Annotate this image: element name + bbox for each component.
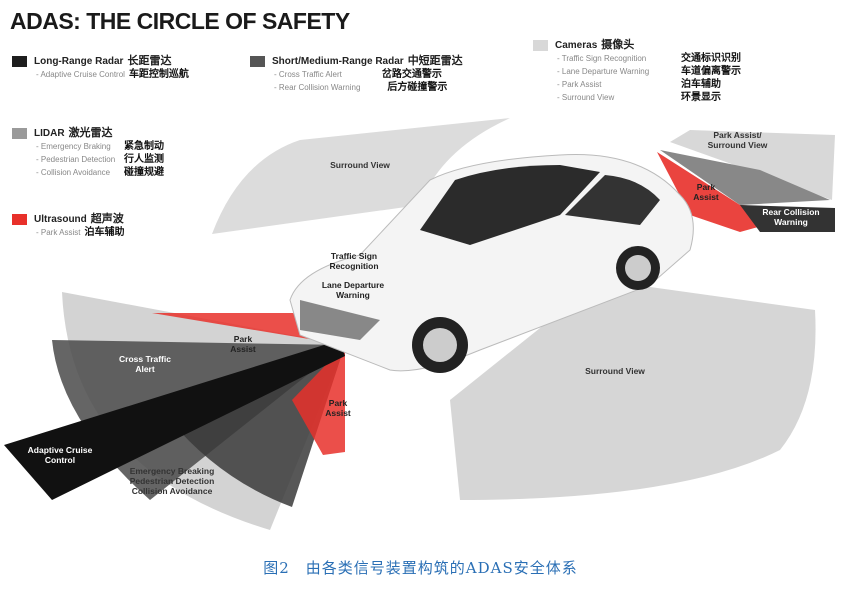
long-range-swatch — [12, 55, 27, 67]
legend-label-zh: 激光雷达 — [68, 127, 113, 139]
short-range-swatch — [250, 55, 265, 67]
legend-label-zh: 长距雷达 — [127, 55, 172, 67]
park-assist-side-zone — [292, 345, 345, 455]
zone-label-lane-departure: Lane Departure Warning — [321, 280, 385, 300]
legend-label: Long-Range Radar — [34, 56, 124, 67]
lidar-swatch — [12, 127, 27, 139]
legend-label: Cameras — [555, 40, 598, 51]
legend-label: Ultrasound — [34, 214, 87, 225]
car-illustration — [289, 154, 694, 373]
zone-label-surround-view-right: Surround View — [585, 366, 645, 376]
legend-label-zh: 超声波 — [90, 213, 124, 225]
surround-view-right-zone — [450, 280, 816, 500]
zone-label-park-surround-rear: Park Assist/ Surround View — [707, 130, 768, 150]
adaptive-cruise-beam — [4, 340, 345, 500]
ultrasound-swatch — [12, 213, 27, 225]
figure-caption: 图2 由各类信号装置构筑的ADAS安全体系 — [263, 559, 578, 577]
legend-label: LIDAR — [34, 128, 65, 139]
rear-collision-zone — [740, 205, 835, 232]
page-title: ADAS: THE CIRCLE OF SAFETY — [10, 8, 350, 34]
legend-label-zh: 中短距雷达 — [407, 55, 463, 67]
zone-label-rear-collision: Rear Collision Warning — [762, 207, 820, 227]
rear-surround-zone — [670, 130, 835, 200]
zone-label-surround-view: Surround View — [330, 160, 390, 170]
zone-label-lidar: Emergency Breaking Pedestrian Detection … — [129, 466, 215, 496]
zone-label-cross-traffic: Cross Traffic Alert — [119, 354, 171, 374]
surround-view-top-zone — [212, 118, 510, 234]
cameras-swatch — [533, 39, 548, 51]
zone-label-traffic-sign: Traffic Sign Recognition — [329, 251, 379, 271]
legend-label-zh: 摄像头 — [601, 39, 635, 51]
short-range-zone — [170, 345, 345, 507]
zone-label-park-assist-front: Park Assist — [230, 334, 256, 354]
zone-label-park-assist-rear: Park Assist — [693, 182, 719, 202]
rear-short-range-zone — [660, 150, 830, 205]
zone-label-adaptive-cruise: Adaptive Cruise Control — [27, 445, 93, 465]
zone-label-park-assist-side: Park Assist — [325, 398, 351, 418]
legend-label: Short/Medium-Range Radar — [272, 56, 404, 67]
